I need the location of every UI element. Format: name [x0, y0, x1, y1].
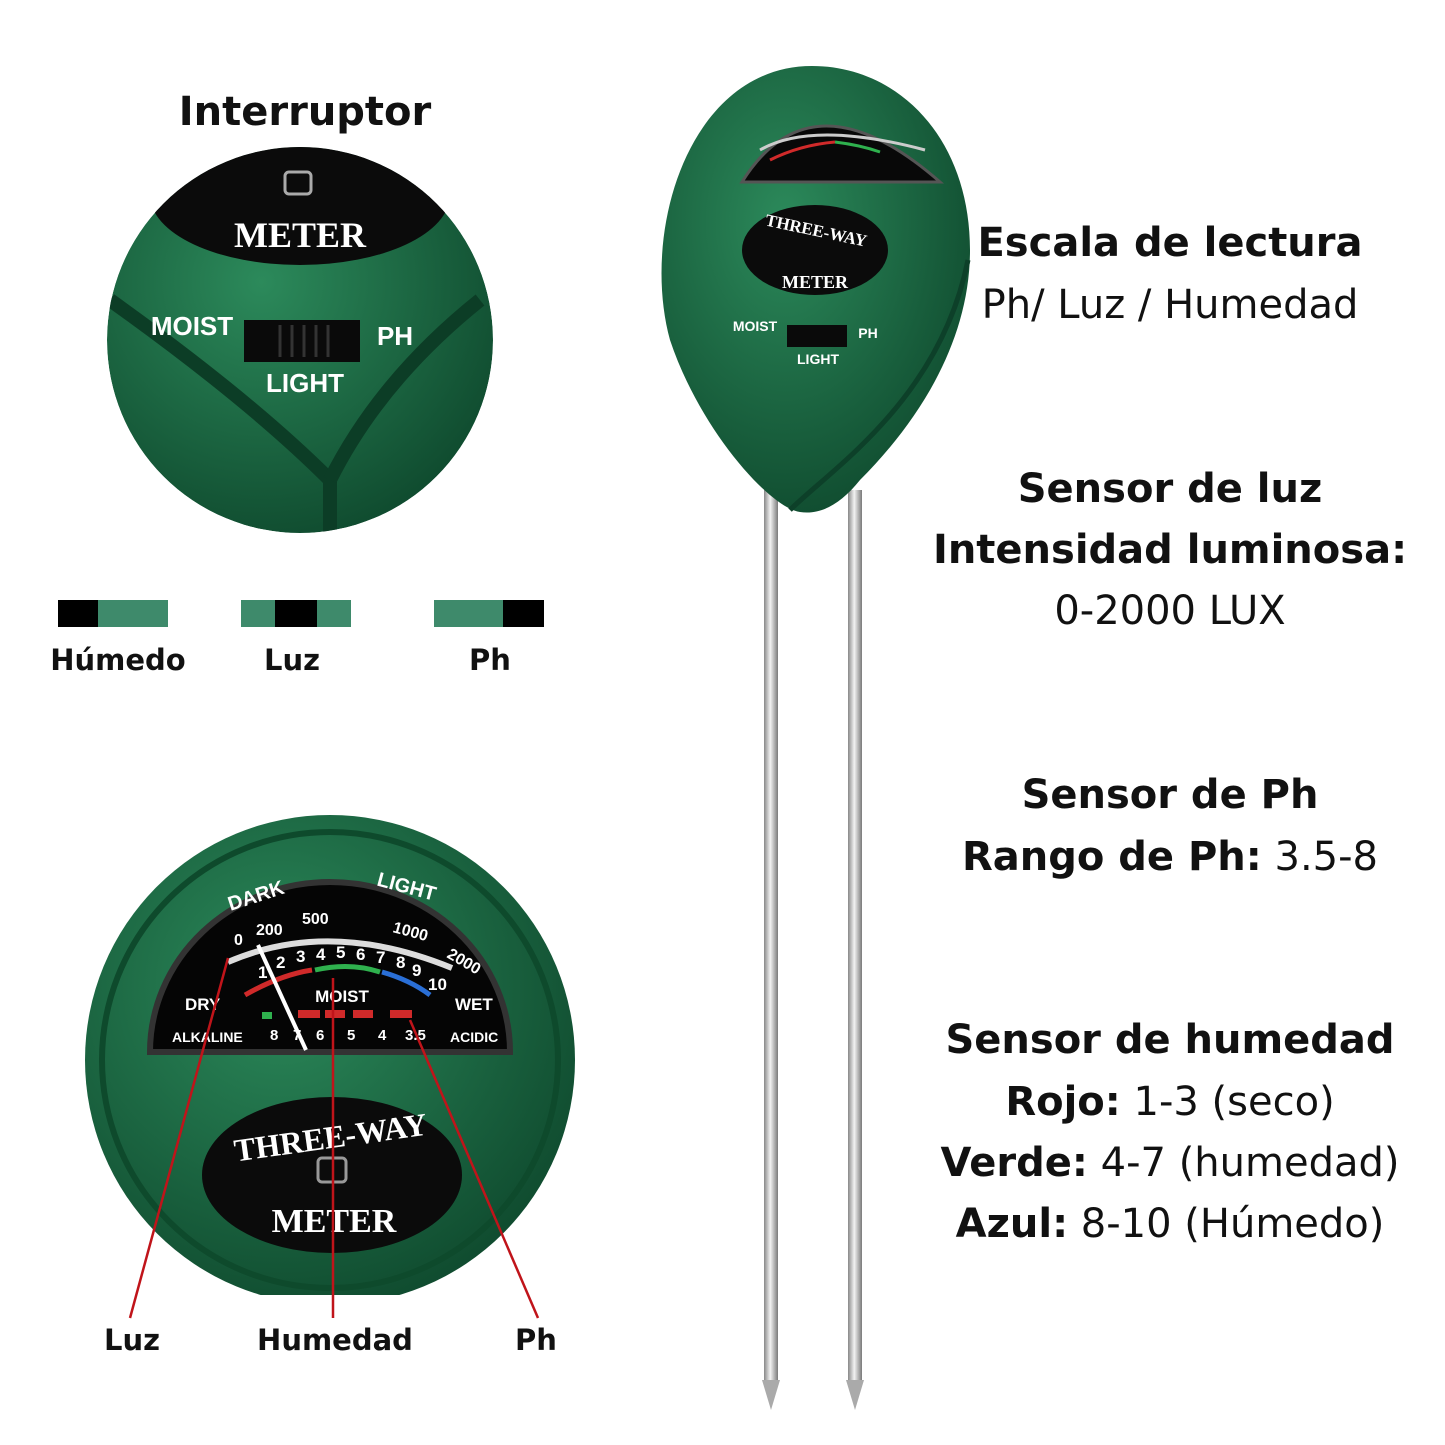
- spec-ph: Sensor de Ph Rango de Ph: 3.5-8: [962, 772, 1378, 880]
- pointer-label-luz: Luz: [104, 1323, 160, 1357]
- soil-meter-device: THREE-WAY METER MOIST PH LIGHT: [661, 66, 971, 1410]
- dial-dry-label: DRY: [185, 995, 221, 1014]
- lux-tick: 200: [256, 922, 283, 939]
- pointer-lines: [128, 957, 540, 1319]
- dial-wet-label: WET: [455, 995, 493, 1014]
- svg-text:Azul: 8-10 (Húmedo): Azul: 8-10 (Húmedo): [956, 1201, 1385, 1247]
- switch-position-ph: Ph: [434, 600, 544, 677]
- ph-tick: 4: [378, 1027, 387, 1044]
- closeup-brand: METER: [234, 215, 367, 255]
- moist-tick: 9: [412, 961, 421, 980]
- moist-tick: 8: [396, 953, 405, 972]
- moist-tick: 4: [316, 945, 326, 964]
- switch-position-luz: Luz: [241, 600, 351, 677]
- closeup-ph-label: PH: [377, 321, 413, 351]
- ph-tick: 6: [316, 1027, 324, 1044]
- svg-text:Luz: Luz: [264, 643, 320, 677]
- svg-text:Rojo: 1-3 (seco): Rojo: 1-3 (seco): [1005, 1079, 1334, 1125]
- ph-tick: 5: [347, 1027, 355, 1044]
- moist-tick: 2: [276, 953, 285, 972]
- svg-text:Sensor de humedad: Sensor de humedad: [945, 1017, 1394, 1063]
- ph-tick: 8: [270, 1027, 278, 1044]
- dial-moist-label: MOIST: [315, 987, 369, 1006]
- pointer-label-humedad: Humedad: [257, 1323, 413, 1357]
- device-brand-bottom: METER: [782, 272, 849, 292]
- svg-text:Sensor de luz: Sensor de luz: [1018, 466, 1323, 512]
- closeup-moist-label: MOIST: [151, 311, 233, 341]
- svg-text:Ph/ Luz / Humedad: Ph/ Luz / Humedad: [982, 282, 1359, 328]
- pointer-label-ph: Ph: [515, 1323, 557, 1357]
- button-icon: [283, 170, 313, 196]
- closeup-light-label: LIGHT: [266, 368, 344, 398]
- svg-text:Intensidad luminosa:: Intensidad luminosa:: [933, 527, 1407, 573]
- switch-title: Interruptor: [179, 89, 432, 135]
- needle: [256, 944, 308, 1051]
- dial-acidic-label: ACIDIC: [450, 1029, 498, 1045]
- lux-tick: 500: [302, 911, 329, 928]
- switch-slider: [244, 320, 360, 362]
- device-moist-label: MOIST: [733, 318, 778, 334]
- svg-text:Rango de Ph: 3.5-8: Rango de Ph: 3.5-8: [962, 834, 1378, 880]
- moist-tick: 6: [356, 945, 365, 964]
- svg-text:Sensor de Ph: Sensor de Ph: [1022, 772, 1319, 818]
- moist-tick: 5: [336, 943, 345, 962]
- switch-position-humedo: Húmedo: [50, 600, 186, 677]
- spec-light: Sensor de luz Intensidad luminosa: 0-200…: [933, 466, 1407, 634]
- switch-closeup: METER MOIST PH LIGHT: [107, 147, 493, 533]
- spec-humidity: Sensor de humedad Rojo: 1-3 (seco) Verde…: [941, 1017, 1400, 1247]
- spec-scale: Escala de lectura Ph/ Luz / Humedad: [977, 220, 1362, 328]
- device-ph-label: PH: [858, 325, 877, 341]
- moist-tick: 7: [376, 948, 385, 967]
- moist-tick: 10: [428, 975, 447, 994]
- svg-text:Escala de lectura: Escala de lectura: [977, 220, 1362, 266]
- moist-tick: 1: [258, 963, 267, 982]
- svg-text:0-2000 LUX: 0-2000 LUX: [1054, 588, 1285, 634]
- svg-text:Ph: Ph: [469, 643, 511, 677]
- lux-tick: 0: [234, 932, 243, 949]
- ph-tick: 7: [293, 1027, 301, 1044]
- svg-text:Verde: 4-7 (humedad): Verde: 4-7 (humedad): [941, 1140, 1400, 1186]
- device-light-label: LIGHT: [797, 351, 839, 367]
- moist-tick: 3: [296, 947, 305, 966]
- svg-text:Húmedo: Húmedo: [50, 643, 185, 677]
